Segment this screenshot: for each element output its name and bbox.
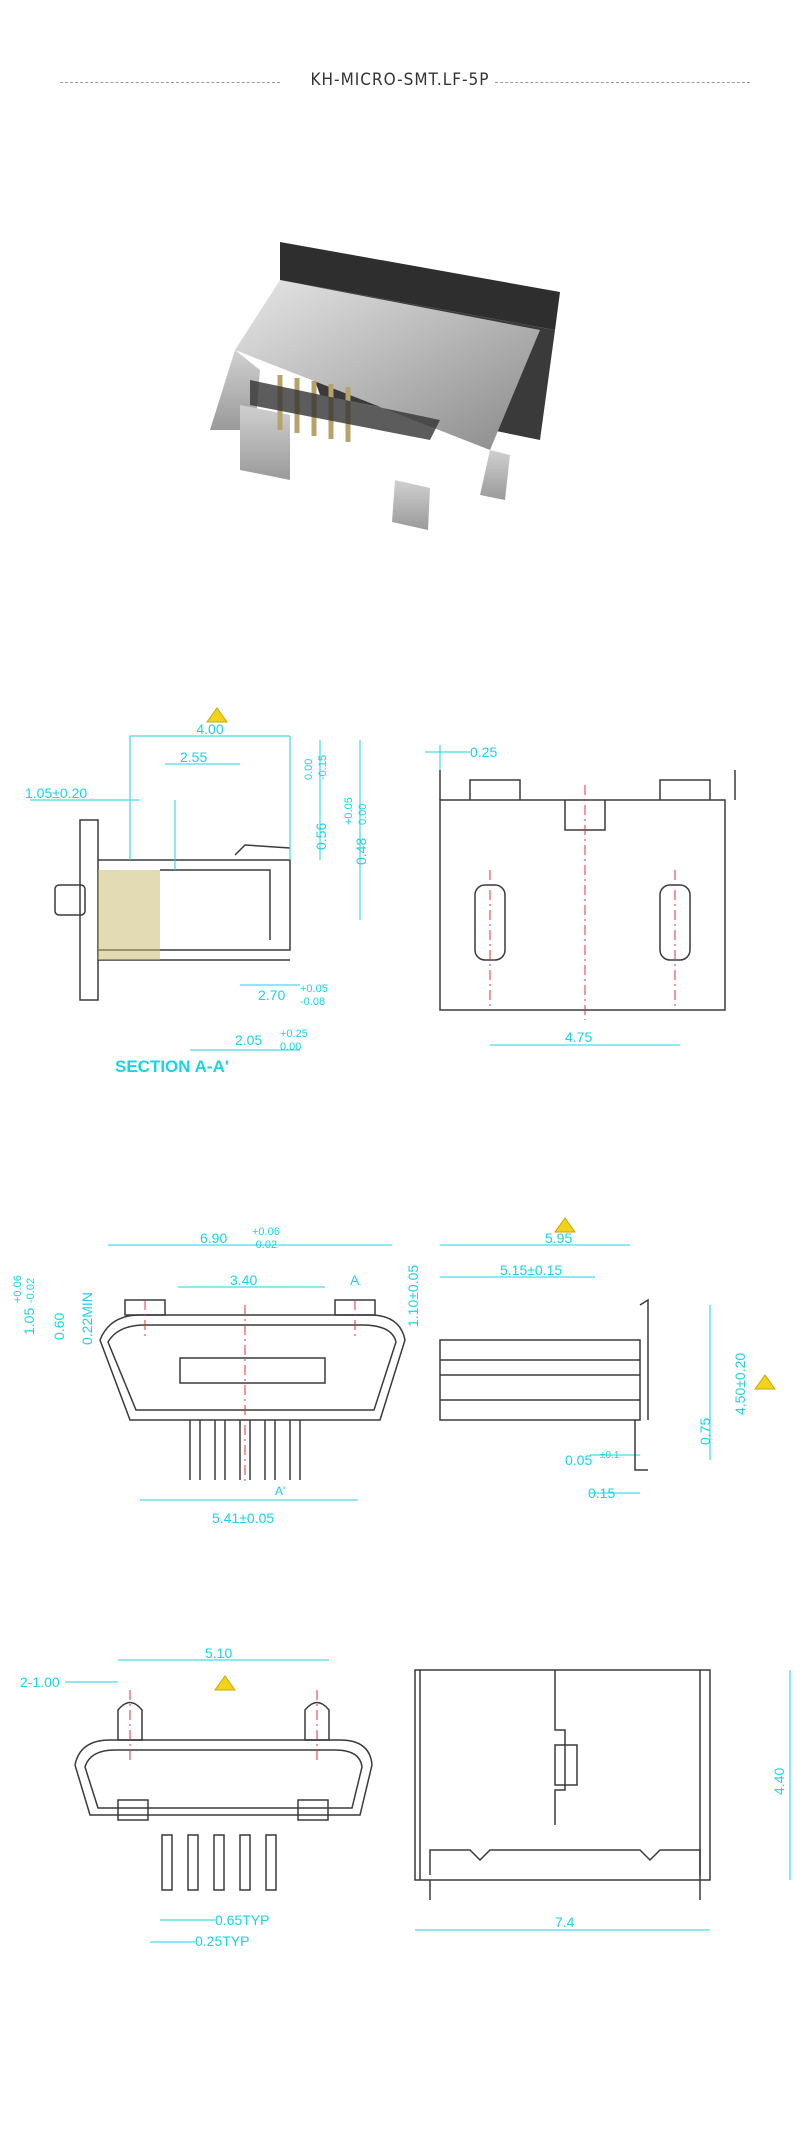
receptacle-view-outline — [99, 1299, 406, 1480]
dim-0-25: 0.25 — [470, 744, 497, 760]
dim-1-05: 1.05 — [21, 1308, 37, 1335]
dim-4-50: 4.50±0.20 — [732, 1353, 748, 1415]
dim-2-1-00: 2-1.00 — [20, 1674, 60, 1690]
warning-icon — [206, 707, 228, 723]
dim-0-65typ: 0.65TYP — [215, 1912, 269, 1928]
dim-2-05-lower: 0.00 — [280, 1041, 301, 1053]
header-right-rule — [490, 82, 750, 83]
drawing-section-b: 6.90 +0.06 -0.02 3.40 A A' 1.05 +0.06 -0… — [12, 1217, 776, 1526]
dim-0-56: 0.56 — [313, 823, 329, 850]
section-hatch — [98, 870, 160, 960]
section-mark-a-prime: A' — [275, 1484, 285, 1498]
dim-0-05: 0.05 — [565, 1452, 592, 1468]
bottom-view-outline — [74, 1701, 373, 1891]
drawing-section-a: 4.00 2.55 1.05±0.20 0.56 0.00 -0.15 0.48… — [25, 707, 736, 1076]
warning-icon-top — [554, 1217, 576, 1233]
dim-3-40: 3.40 — [230, 1272, 257, 1288]
dim-0-56-upper: 0.00 — [303, 759, 315, 780]
dim-4-75: 4.75 — [565, 1029, 592, 1045]
dim-5-95: 5.95 — [545, 1230, 572, 1246]
dim-1-05-lower: -0.02 — [25, 1278, 37, 1303]
side-view-outline — [439, 1298, 649, 1471]
dim-2-70-lower: -0.08 — [300, 996, 325, 1008]
dim-2-05: 2.05 — [235, 1032, 262, 1048]
dim-4-00: 4.00 — [196, 721, 223, 737]
dim-0-25typ: 0.25TYP — [195, 1933, 249, 1949]
top-view-outline — [414, 1669, 711, 1900]
dim-0-22min: 0.22MIN — [79, 1292, 95, 1345]
dim-2-70-upper: +0.05 — [300, 983, 328, 995]
dim-1-05-upper: +0.06 — [12, 1275, 24, 1303]
dim-5-41: 5.41±0.05 — [212, 1510, 274, 1526]
section-label: SECTION A-A' — [115, 1057, 229, 1076]
dim-6-90: 6.90 — [200, 1230, 227, 1246]
dim-1-05: 1.05±0.20 — [25, 785, 87, 801]
dim-0-15: 0.15 — [588, 1485, 615, 1501]
connector-photo — [180, 230, 580, 550]
header-left-rule — [60, 82, 280, 83]
warning-icon — [214, 1675, 236, 1691]
dim-2-05-upper: +0.25 — [280, 1028, 308, 1040]
dim-0-48-lower: 0.00 — [357, 804, 369, 825]
page-title: KH-MICRO-SMT.LF-5P — [0, 70, 800, 90]
page-header: KH-MICRO-SMT.LF-5P — [0, 62, 800, 102]
dim-4-40: 4.40 — [771, 1768, 787, 1795]
drawing-section-c: 5.10 2-1.00 0.65TYP 0.25TYP 7.4 4.40 — [20, 1645, 791, 1949]
dim-0-48: 0.48 — [353, 838, 369, 865]
dim-2-70: 2.70 — [258, 987, 285, 1003]
dim-0-75: 0.75 — [697, 1418, 713, 1445]
warning-icon-side — [754, 1374, 776, 1390]
section-mark-a: A — [350, 1272, 360, 1288]
dim-6-90-upper: +0.06 — [252, 1226, 280, 1238]
dim-5-10: 5.10 — [205, 1645, 232, 1661]
dim-5-15: 5.15±0.15 — [500, 1262, 562, 1278]
dim-6-90-lower: -0.02 — [252, 1239, 277, 1251]
dim-1-10: 1.10±0.05 — [405, 1265, 421, 1327]
dim-0-60: 0.60 — [51, 1313, 67, 1340]
front-view-outline — [439, 770, 736, 1011]
dim-2-55: 2.55 — [180, 749, 207, 765]
dim-0-48-upper: +0.05 — [343, 797, 355, 825]
dim-7-4: 7.4 — [555, 1914, 575, 1930]
dim-0-56-lower: -0.15 — [317, 755, 329, 780]
dim-0-05-tol: ±0.1 — [600, 1450, 620, 1461]
